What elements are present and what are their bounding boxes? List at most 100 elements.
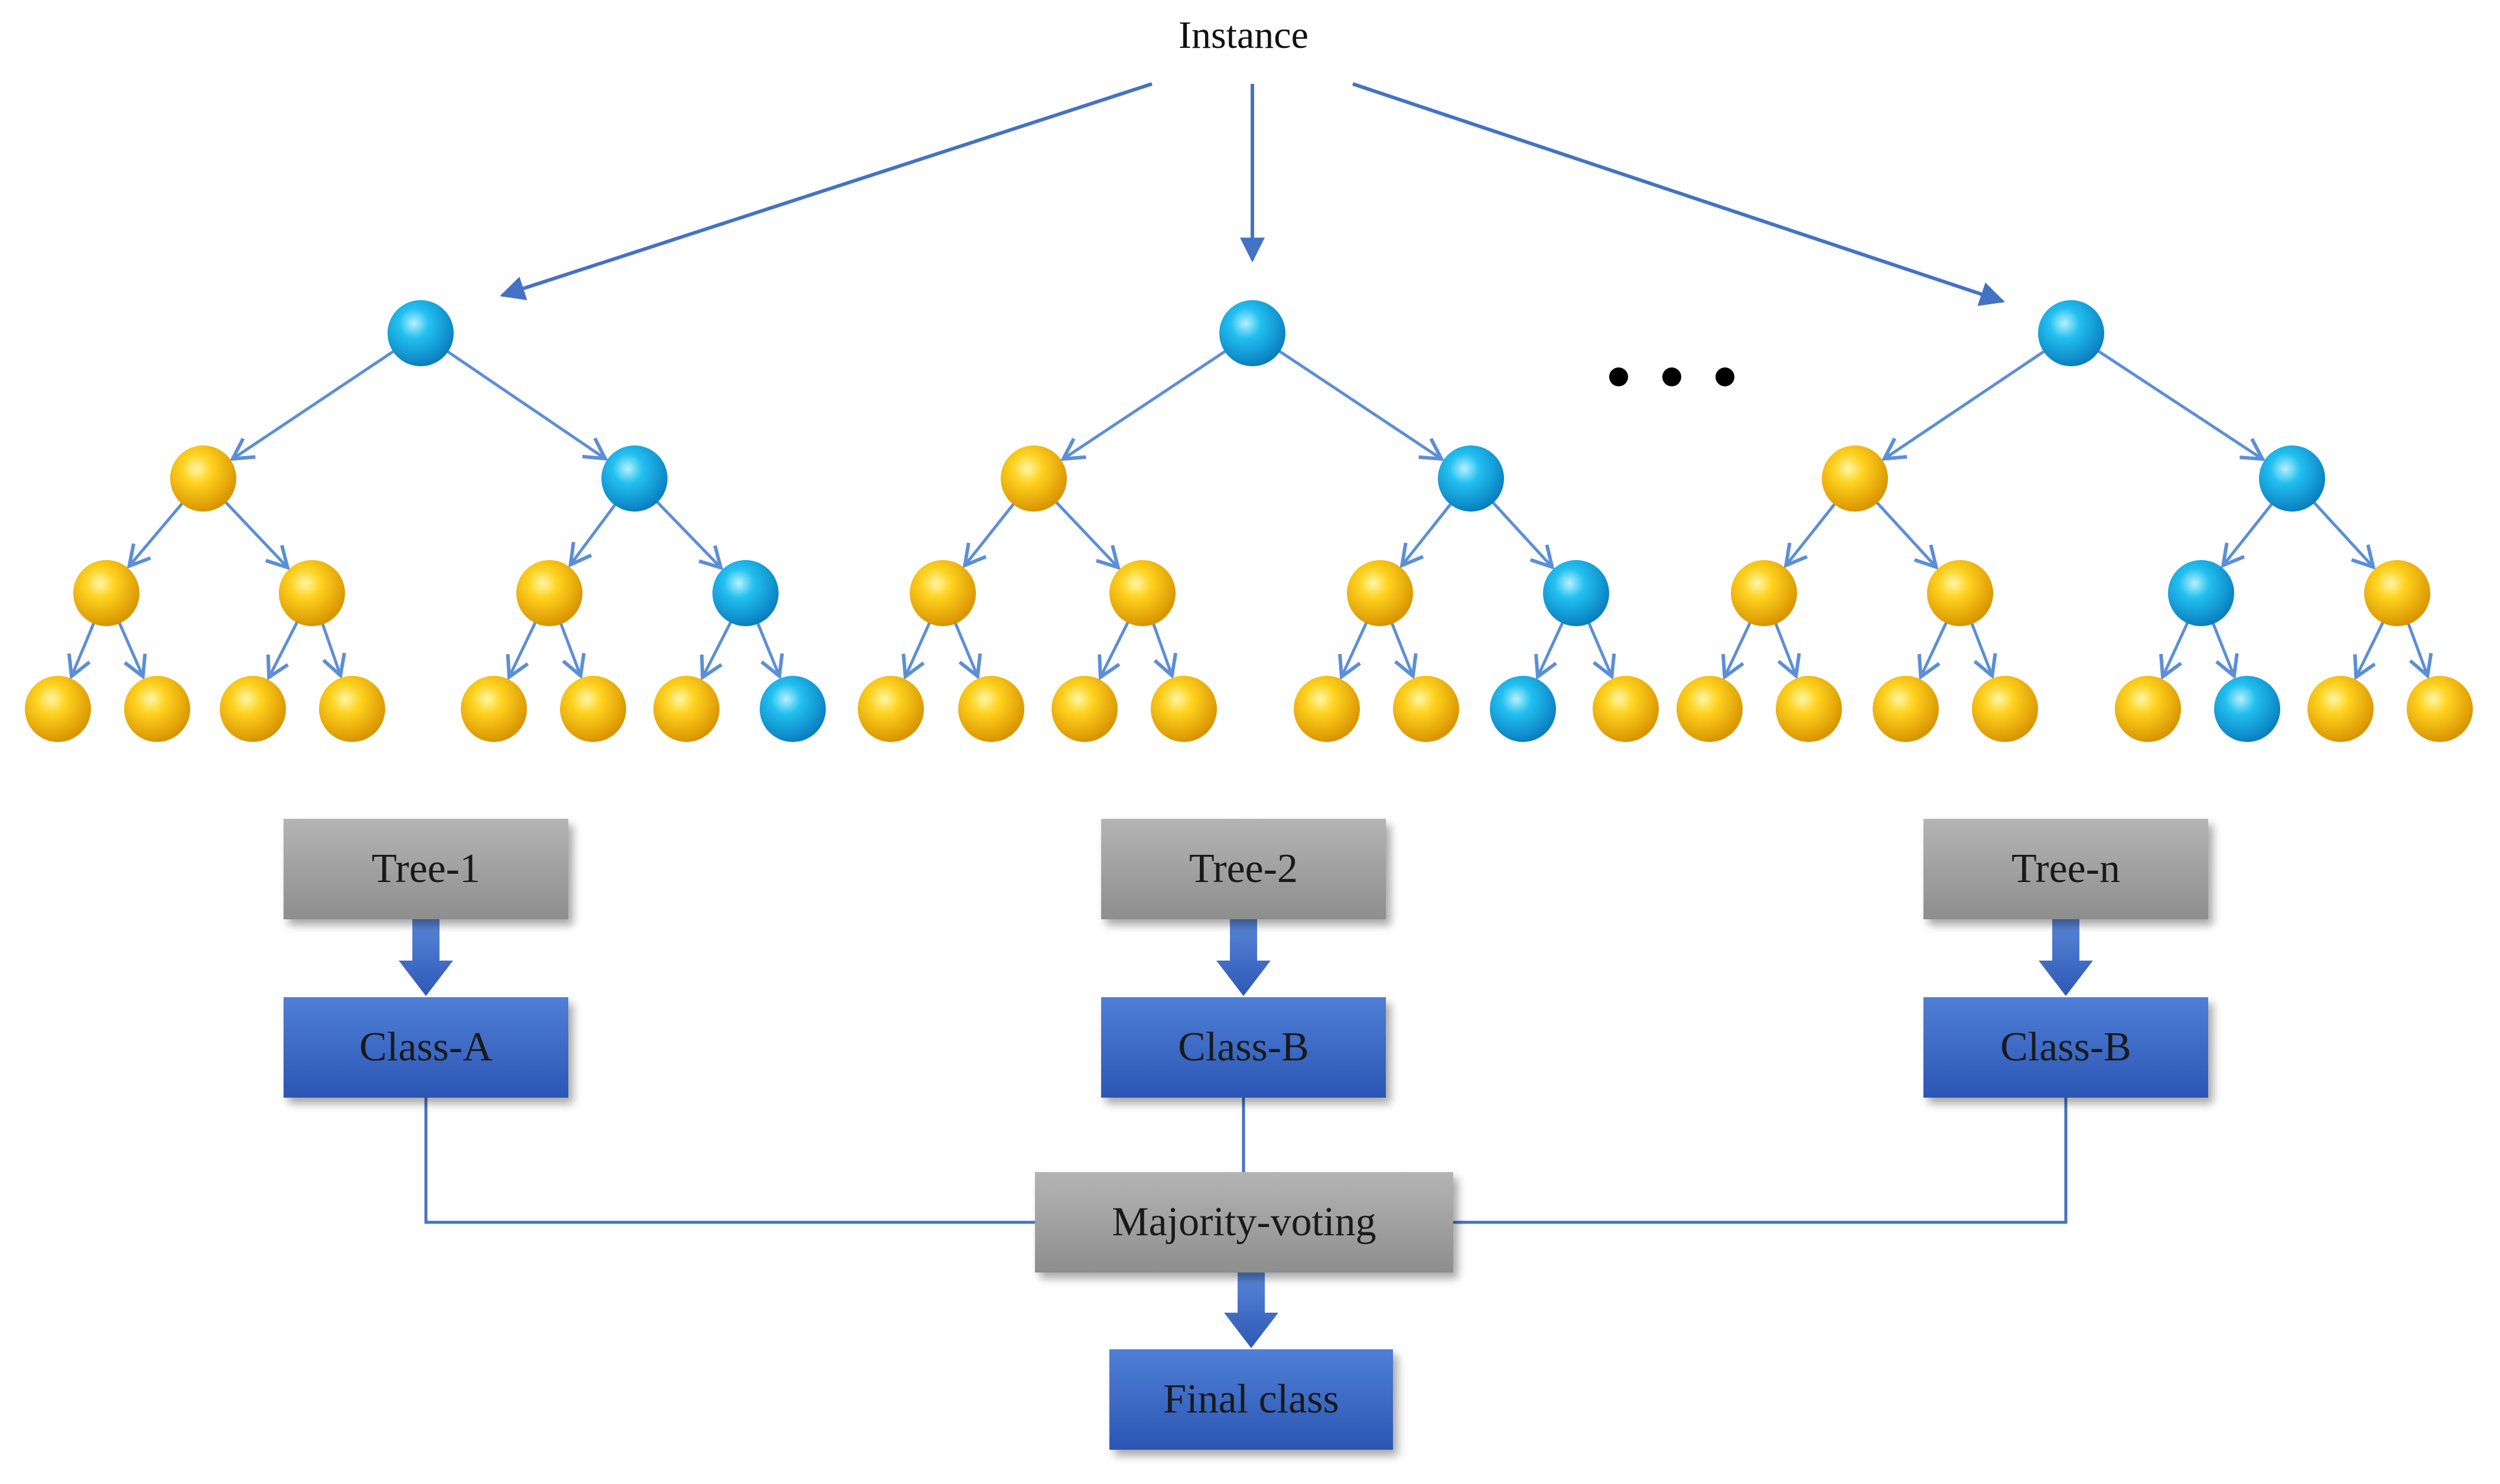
yellow-node	[124, 676, 190, 742]
blue-node	[2259, 445, 2325, 512]
tree-edge	[229, 348, 397, 461]
blue-node	[601, 445, 668, 512]
yellow-node	[279, 560, 345, 626]
yellow-node	[73, 560, 139, 626]
flow-arrow	[2039, 919, 2093, 996]
yellow-node	[1294, 676, 1360, 742]
tree-1-box: Tree-1	[284, 819, 568, 919]
tree-edge	[444, 349, 608, 461]
tree-edge	[1586, 620, 1616, 680]
yellow-node	[858, 676, 924, 742]
yellow-node	[1109, 560, 1176, 626]
tree-edges	[67, 348, 2433, 681]
yellow-node	[1052, 676, 1118, 742]
tree-n-class-box: Class-B	[1923, 997, 2208, 1098]
flow-arrow	[1224, 1273, 1278, 1348]
tree-edge	[1917, 619, 1949, 681]
blue-node	[1490, 676, 1556, 742]
tree-edge	[654, 499, 724, 571]
yellow-node	[516, 560, 582, 626]
instance-arrow	[1352, 82, 2005, 306]
blue-node	[1219, 300, 1285, 366]
yellow-node	[1151, 676, 1217, 742]
tree-edge	[1874, 499, 1939, 570]
blue-node	[712, 560, 779, 626]
ellipsis-dot	[1662, 367, 1681, 386]
tree-2-class-box: Class-B	[1101, 997, 1386, 1098]
tree-edge	[2221, 500, 2275, 568]
yellow-node	[319, 676, 385, 742]
tree-edge	[755, 620, 784, 680]
yellow-node	[2364, 560, 2430, 626]
more-trees-ellipsis	[1609, 367, 1734, 386]
yellow-node	[1677, 676, 1743, 742]
tree-edge	[2211, 620, 2239, 679]
tree-edge	[1098, 619, 1131, 681]
yellow-node	[653, 676, 720, 742]
yellow-node	[2307, 676, 2374, 742]
tree-edge	[1053, 499, 1121, 570]
blue-node	[2038, 300, 2104, 366]
tree-edge	[558, 620, 586, 679]
majority-voting-box: Majority-voting	[1035, 1172, 1453, 1273]
blue-node	[2214, 676, 2280, 742]
tree-edge	[2353, 619, 2386, 681]
tree-edge	[2311, 499, 2376, 570]
tree-edge	[222, 499, 290, 570]
tree-edge	[506, 619, 538, 681]
tree-edge	[2095, 348, 2266, 461]
blue-node	[388, 300, 454, 366]
blue-node	[1438, 445, 1504, 512]
yellow-node	[2407, 676, 2473, 742]
yellow-node	[461, 676, 527, 742]
tree-edge	[1338, 619, 1369, 681]
yellow-node	[1393, 676, 1459, 742]
tree-edge	[1490, 499, 1555, 570]
tree-edge	[1773, 620, 1801, 679]
yellow-node	[910, 560, 976, 626]
tree-n-box: Tree-n	[1923, 819, 2208, 919]
yellow-node	[1776, 676, 1842, 742]
yellow-node	[25, 676, 91, 742]
yellow-node	[560, 676, 626, 742]
tree-edge	[1151, 620, 1178, 679]
tree-edge	[320, 620, 346, 679]
tree-edge	[568, 501, 618, 568]
yellow-node	[1347, 560, 1413, 626]
tree-edge	[699, 619, 734, 681]
tree-edge	[1399, 500, 1454, 568]
tree-edge	[1276, 348, 1445, 461]
tree-edge	[1534, 619, 1565, 681]
yellow-node	[1593, 676, 1659, 742]
yellow-node	[1001, 445, 1067, 512]
tree-edge	[2406, 620, 2433, 679]
ellipsis-dot	[1609, 367, 1628, 386]
tree-edge	[126, 500, 185, 569]
flow-arrow	[399, 919, 453, 996]
tree-nodes	[25, 300, 2473, 742]
tree-1-class-box: Class-A	[284, 997, 568, 1098]
tree-edge	[1969, 620, 1997, 679]
vote-connector	[424, 1098, 1035, 1224]
yellow-node	[170, 445, 236, 512]
tree-edge	[962, 500, 1017, 568]
instance-arrows	[500, 82, 2005, 306]
vote-connectors	[424, 1098, 2068, 1224]
ellipsis-dot	[1716, 367, 1734, 386]
tree-edge	[266, 619, 300, 681]
tree-edge	[2159, 619, 2190, 681]
instance-arrow	[500, 82, 1153, 301]
blue-node	[1543, 560, 1609, 626]
yellow-node	[1873, 676, 1939, 742]
flow-arrow	[1216, 919, 1271, 996]
yellow-node	[1731, 560, 1797, 626]
tree-edge	[1389, 620, 1418, 679]
tree-edge	[116, 620, 147, 680]
instance-label: Instance	[1179, 14, 1308, 57]
tree-edge	[67, 620, 96, 680]
blue-node	[760, 676, 826, 742]
yellow-node	[1972, 676, 2038, 742]
vote-connector	[1453, 1098, 2068, 1224]
yellow-node	[220, 676, 286, 742]
